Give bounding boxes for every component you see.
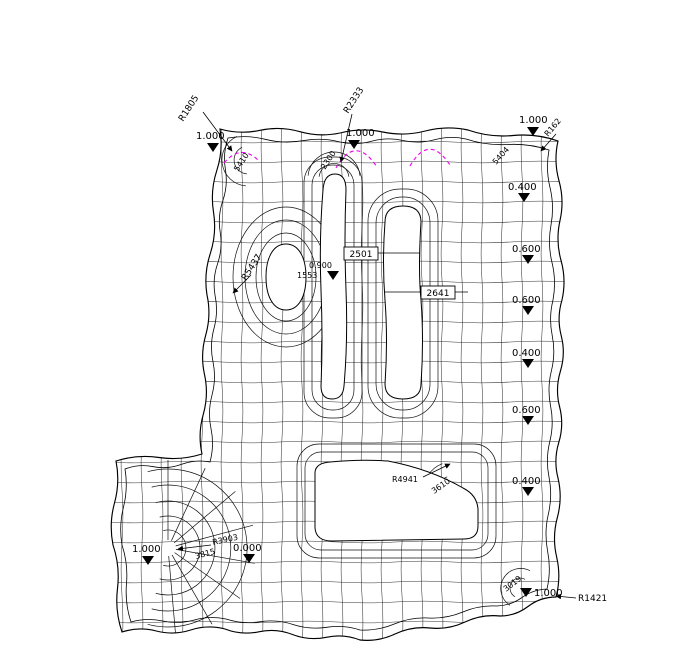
datum-markers bbox=[142, 127, 539, 597]
fillet-arc bbox=[151, 484, 232, 612]
datum-marker bbox=[243, 554, 255, 563]
label-d0900: 0.900 bbox=[309, 261, 332, 270]
grid-line-horizontal bbox=[111, 600, 565, 604]
datum-marker bbox=[522, 255, 534, 264]
label-top-mid-datum: 1.000 bbox=[346, 128, 375, 139]
grid-line-vertical bbox=[500, 127, 504, 641]
leader-r1805 bbox=[202, 111, 233, 152]
leader-r2333 bbox=[339, 113, 353, 163]
slot2-offset-contour-2 bbox=[367, 188, 439, 419]
label-bottom-right-datum: 1.000 bbox=[534, 588, 563, 599]
datum-marker bbox=[522, 306, 534, 315]
datum-marker bbox=[142, 556, 154, 565]
label-right-d2: 0.600 bbox=[512, 244, 541, 255]
oval-contour-ring bbox=[255, 232, 317, 322]
dimension-box-2641 bbox=[420, 285, 456, 300]
fillet-arc bbox=[233, 146, 247, 175]
fillet-arc bbox=[221, 136, 246, 187]
label-box-2641: 2641 bbox=[427, 289, 450, 299]
fillet-arc bbox=[147, 468, 248, 628]
grid-line-vertical bbox=[240, 127, 244, 641]
fillet-arc bbox=[159, 515, 201, 581]
contour-lines bbox=[147, 136, 531, 636]
inner-boundary-contour bbox=[120, 136, 555, 631]
grid-line-vertical bbox=[520, 127, 524, 641]
datum-marker bbox=[522, 416, 534, 425]
leader-r162 bbox=[540, 133, 557, 152]
reference-geometry bbox=[223, 148, 451, 169]
part-outline bbox=[110, 127, 565, 641]
label-right-d3: 0.600 bbox=[512, 295, 541, 306]
fillet-arc bbox=[307, 151, 361, 176]
label-right-d6: 0.400 bbox=[512, 476, 541, 487]
leader-r5437 bbox=[232, 274, 252, 294]
slot2-offset-contour bbox=[375, 196, 431, 411]
label-bottom-left-datum: 1.000 bbox=[132, 544, 161, 555]
fillet-arc bbox=[318, 163, 350, 177]
fillet-arc bbox=[509, 577, 526, 598]
oval-hole-outline bbox=[265, 243, 307, 311]
left-slot-outline bbox=[319, 173, 348, 400]
label-right-d5: 0.600 bbox=[512, 405, 541, 416]
label-d0000: 0.000 bbox=[233, 543, 262, 554]
bottom-notch-outline bbox=[314, 459, 479, 542]
grid-line-horizontal bbox=[111, 580, 565, 584]
label-box-2501: 2501 bbox=[350, 250, 373, 260]
datum-marker bbox=[522, 487, 534, 496]
leader-r3903 bbox=[177, 544, 212, 552]
datum-marker bbox=[348, 140, 360, 149]
outer-boundary bbox=[110, 127, 565, 641]
label-top-right-datum: 1.000 bbox=[519, 115, 548, 126]
label-r1421: R1421 bbox=[578, 594, 607, 604]
grid-line-vertical bbox=[540, 127, 544, 641]
slot1-offset-contour bbox=[311, 164, 355, 411]
dimension-box-2501 bbox=[343, 246, 379, 261]
fillet-spoke bbox=[175, 524, 254, 547]
boxed-dimensions: 2501 2641 bbox=[343, 246, 468, 300]
fillet-arc bbox=[500, 568, 531, 606]
label-r4941: R4941 bbox=[392, 475, 418, 484]
datum-marker bbox=[518, 193, 530, 202]
label-n1553: 1553 bbox=[297, 271, 317, 280]
grid-line-vertical bbox=[220, 127, 224, 641]
grid-line-vertical bbox=[480, 127, 484, 641]
datum-marker bbox=[520, 588, 532, 597]
grid-line-vertical bbox=[300, 127, 304, 641]
grid-line-vertical bbox=[260, 127, 264, 641]
fillet-spoke bbox=[171, 468, 206, 541]
fillet-arc bbox=[155, 500, 216, 596]
label-right-d1: 0.400 bbox=[508, 182, 537, 193]
notch-offset-contour bbox=[304, 451, 489, 551]
label-top-left-datum: 1.000 bbox=[196, 131, 225, 142]
right-slot-outline bbox=[383, 205, 423, 400]
datum-marker bbox=[207, 143, 219, 152]
notch-offset-contour-2 bbox=[296, 443, 497, 559]
fillet-spoke bbox=[174, 552, 241, 599]
datum-marker bbox=[327, 271, 339, 280]
label-right-d4: 0.400 bbox=[512, 348, 541, 359]
reference-arc-left bbox=[223, 151, 260, 164]
hole-outlines bbox=[265, 173, 479, 542]
leader-lines bbox=[177, 111, 577, 600]
leader-r4941 bbox=[422, 463, 451, 478]
datum-marker bbox=[527, 127, 539, 136]
datum-marker bbox=[522, 359, 534, 368]
fillet-spoke bbox=[171, 554, 213, 625]
fillet-spoke bbox=[173, 491, 236, 544]
grid-line-horizontal bbox=[111, 540, 565, 544]
leader-r1421 bbox=[555, 593, 577, 600]
fillet-spoke bbox=[175, 549, 255, 564]
grid-line-vertical bbox=[280, 127, 284, 641]
